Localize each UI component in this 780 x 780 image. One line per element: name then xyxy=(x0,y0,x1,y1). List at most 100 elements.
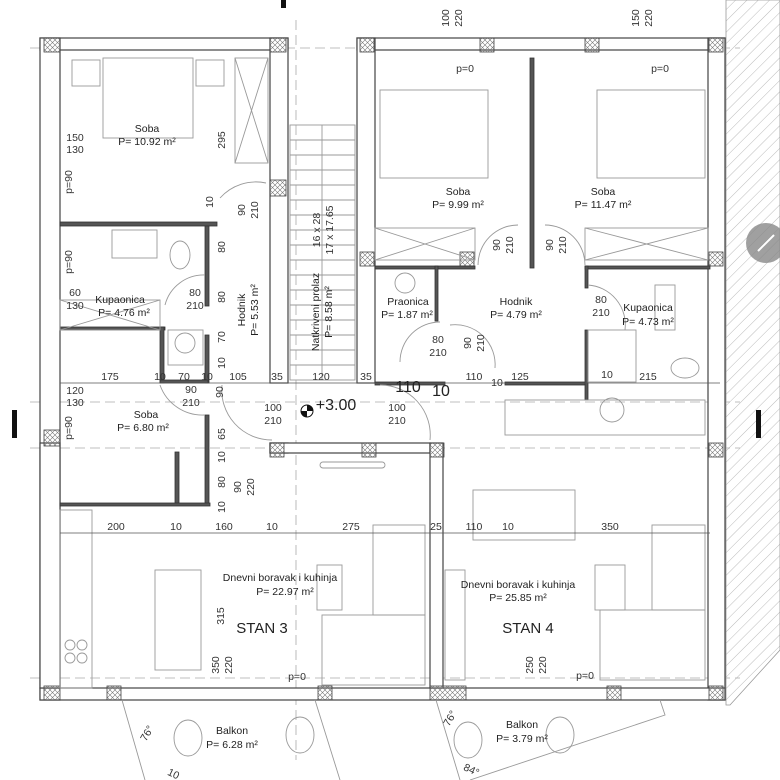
parapet: p=0 xyxy=(576,670,594,682)
kitchen-counter xyxy=(504,399,706,436)
window-width: 250 xyxy=(524,656,536,674)
door-height: 210 xyxy=(186,300,204,312)
parapet: p=90 xyxy=(63,416,75,440)
dim: 35 xyxy=(271,371,283,383)
wardrobe xyxy=(234,57,269,164)
room-area: P= 5.53 m² xyxy=(249,284,261,336)
room-area: P= 3.79 m² xyxy=(496,733,548,745)
north-arrow-icon[interactable] xyxy=(746,223,780,263)
section-marker-right xyxy=(756,410,761,438)
stan4-labels: 100 220 150 220 p=0 p=0 Soba P= 9.99 m² … xyxy=(381,9,674,779)
dining-table xyxy=(154,569,202,671)
door-height: 210 xyxy=(592,307,610,319)
dim: 110 xyxy=(466,521,483,533)
sofa xyxy=(321,614,426,686)
dimension-row-1: 175 10 70 10 105 35 120 35 110 10 110 10… xyxy=(101,369,657,400)
dim: 35 xyxy=(360,371,372,383)
door-width: 90 xyxy=(185,384,197,396)
dim: 295 xyxy=(216,131,228,149)
room-area: P= 25.85 m² xyxy=(489,592,547,604)
dim: 175 xyxy=(101,371,119,383)
door-width: 90 xyxy=(232,481,244,493)
door-width: 90 xyxy=(462,337,474,349)
doors xyxy=(159,181,626,441)
room-name: Balkon xyxy=(216,725,248,737)
bed xyxy=(596,89,706,179)
room-name: Soba xyxy=(446,186,471,198)
room-area: P= 9.99 m² xyxy=(432,199,484,211)
dim: 70 xyxy=(216,331,228,343)
stairs-dim: 16 x 28 xyxy=(311,213,323,248)
parapet: p=0 xyxy=(456,63,474,75)
room-name: Dnevni boravak i kuhinja xyxy=(223,572,338,584)
room-name: Soba xyxy=(135,123,160,135)
parapet: p=90 xyxy=(63,250,75,274)
dim: 80 xyxy=(216,291,228,303)
dim: 105 xyxy=(229,371,247,383)
dim: 10 xyxy=(502,521,514,533)
sofa xyxy=(599,609,706,681)
window-height: 130 xyxy=(66,397,84,409)
window-height: 220 xyxy=(223,656,235,674)
dim: 200 xyxy=(107,521,125,533)
room-area: P= 6.28 m² xyxy=(206,739,258,751)
dim: 10 xyxy=(204,196,216,208)
level-marker: +3.00 xyxy=(300,397,356,418)
dim: 70 xyxy=(178,371,190,383)
door-width: 100 xyxy=(264,402,282,414)
dim: 80 xyxy=(216,476,228,488)
room-name: Kupaonica xyxy=(623,302,673,314)
door-width: 80 xyxy=(595,294,607,306)
room-name: Soba xyxy=(134,409,159,421)
stairs-dim: 17 x 17.65 xyxy=(324,205,336,254)
dimension-row-2: 200 10 160 10 275 25 110 10 350 xyxy=(107,521,619,533)
apartment-label: STAN 4 xyxy=(502,620,553,637)
room-name: Hodnik xyxy=(500,296,533,308)
section-marker-left xyxy=(12,410,17,438)
dim: 10 xyxy=(170,521,182,533)
sofa xyxy=(372,524,426,616)
door-height: 210 xyxy=(429,347,447,359)
bed xyxy=(379,89,489,179)
dim: 10 xyxy=(201,371,213,383)
dim: 25 xyxy=(430,521,442,533)
window-height: 130 xyxy=(66,144,84,156)
window-height: 220 xyxy=(643,9,655,27)
neighbour-hatched-area xyxy=(725,0,780,706)
kitchen-counter xyxy=(59,509,93,689)
door-width: 80 xyxy=(432,334,444,346)
balconies xyxy=(121,699,666,780)
room-area: P= 4.79 m² xyxy=(490,309,542,321)
dim: 10 xyxy=(216,357,228,369)
room-area: P= 22.97 m² xyxy=(256,586,314,598)
prolaz-labels: 16 x 28 17 x 17.65 Natkriveni prolaz P= … xyxy=(264,205,406,427)
dim: 10 xyxy=(165,766,181,780)
dim: 120 xyxy=(312,371,330,383)
parapet: p=90 xyxy=(63,170,75,194)
room-name: Natkriveni prolaz xyxy=(310,273,322,351)
furniture xyxy=(59,57,709,689)
room-area: P= 8.58 m² xyxy=(323,286,335,338)
walls xyxy=(39,37,726,701)
dim: 110 xyxy=(395,379,421,396)
room-area: P= 4.76 m² xyxy=(98,307,150,319)
dim: 110 xyxy=(466,371,483,383)
room-name: Soba xyxy=(591,186,616,198)
apartment-label: STAN 3 xyxy=(236,620,287,637)
dim: 10 xyxy=(491,377,503,389)
room-area: P= 6.80 m² xyxy=(117,422,169,434)
window-width: 120 xyxy=(66,385,84,397)
door-height: 220 xyxy=(245,478,257,496)
room-area: P= 11.47 m² xyxy=(575,199,632,211)
door-height: 210 xyxy=(504,236,516,254)
dim: 275 xyxy=(342,521,360,533)
room-area: P= 10.92 m² xyxy=(118,136,176,148)
window-width: 150 xyxy=(66,132,84,144)
dim: 315 xyxy=(215,607,227,625)
dim: 215 xyxy=(639,371,657,383)
window-width: 350 xyxy=(210,656,222,674)
room-name: Praonica xyxy=(387,296,429,308)
parapet: p=0 xyxy=(651,63,669,75)
dim: 65 xyxy=(216,428,228,440)
sofa xyxy=(651,524,706,611)
